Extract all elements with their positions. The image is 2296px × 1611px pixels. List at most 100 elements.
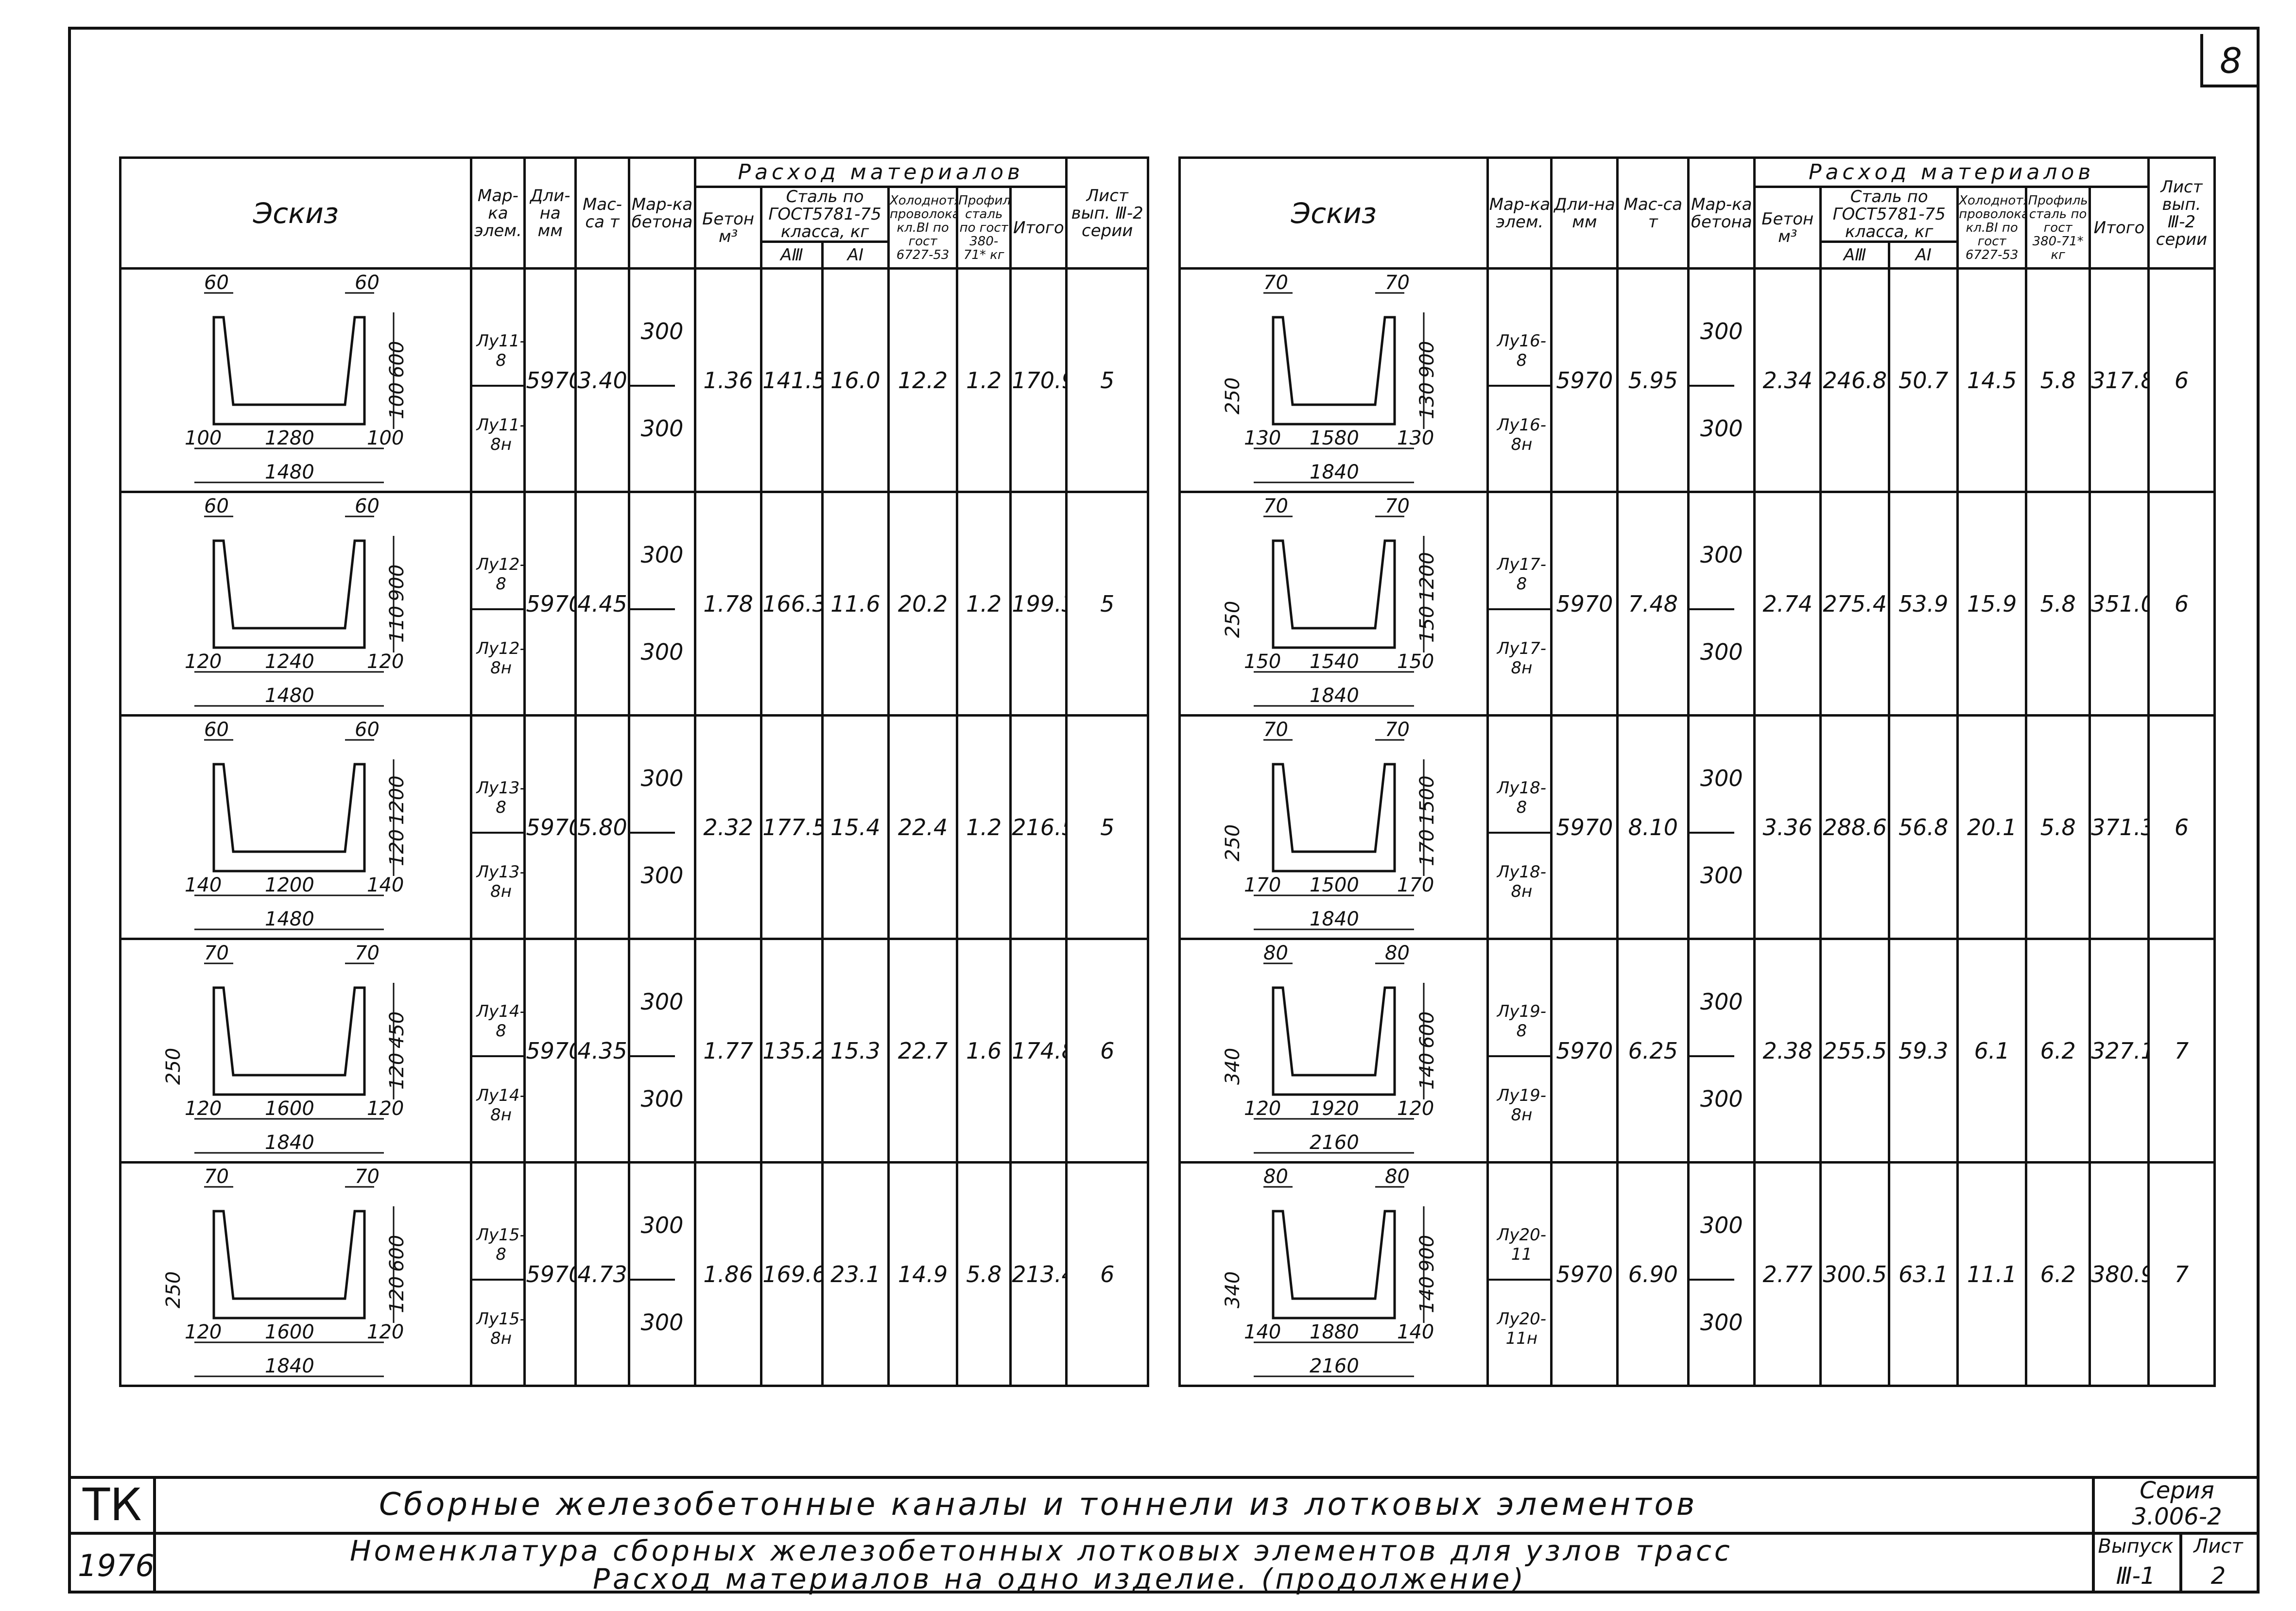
grade-a: 300 xyxy=(1700,542,1743,568)
length-cell: 5970 xyxy=(1550,1161,1619,1387)
grade-cell: 300 300 xyxy=(1687,1161,1756,1387)
grade-a: 300 xyxy=(1700,1212,1743,1239)
grade-b: 300 xyxy=(640,415,684,442)
tray-outline xyxy=(1272,1210,1396,1319)
mark-b: Лу13-8н xyxy=(476,862,525,902)
sheet-cell: 5 xyxy=(1065,714,1149,940)
dim-label: 1840 xyxy=(1310,685,1359,707)
grade-header: Мар-ка бетона xyxy=(1687,156,1756,270)
year: 1976 xyxy=(78,1548,155,1583)
concrete-cell: 3.36 xyxy=(1753,714,1822,940)
profile-cell: 1.2 xyxy=(956,714,1012,940)
grade-b: 300 xyxy=(640,1086,684,1113)
sheet-title: Номенклатура сборных железобетонных лотк… xyxy=(350,1534,1733,1567)
dim-label: 170 xyxy=(1397,874,1434,896)
sheet-cell: 6 xyxy=(2147,491,2216,717)
dim-label: 120 xyxy=(367,1097,404,1120)
tray-outline xyxy=(1272,763,1396,872)
title-block: ТК 1976 Сборные железобетонные каналы и … xyxy=(68,1476,2260,1595)
concrete-cell: 1.78 xyxy=(694,491,763,717)
concrete-cell: 2.77 xyxy=(1753,1161,1822,1387)
materials-header: Расход материалов xyxy=(1753,156,2150,188)
dim-label: 1200 xyxy=(386,775,408,825)
dim-label: 1920 xyxy=(1310,1097,1359,1120)
dim-label: 100 xyxy=(185,427,222,449)
dim-label: 1240 xyxy=(265,651,314,673)
dim-label: 1600 xyxy=(265,1321,314,1343)
dim-label: 900 xyxy=(1416,1234,1438,1271)
divider xyxy=(631,831,675,834)
dim-label: 100 xyxy=(367,427,404,449)
profile-cell: 5.8 xyxy=(2025,267,2091,493)
dim-label: 250 xyxy=(162,1047,185,1084)
grade-a: 300 xyxy=(1700,989,1743,1015)
mark-header: Мар-ка элем. xyxy=(470,156,526,270)
sheet-cell: 7 xyxy=(2147,938,2216,1164)
dim-label: 170 xyxy=(1244,874,1281,896)
profile-cell: 5.8 xyxy=(956,1161,1012,1387)
mass-cell: 8.10 xyxy=(1616,714,1690,940)
dim-label: 1480 xyxy=(265,685,314,707)
mark-a: Лу12-8 xyxy=(476,555,525,594)
dim-label: 900 xyxy=(386,564,408,601)
dim-label: 120 xyxy=(185,651,222,673)
total-cell: 380.9 xyxy=(2089,1161,2150,1387)
dim-label: 80 xyxy=(1263,944,1288,964)
divider xyxy=(1490,384,1549,387)
length-cell: 5970 xyxy=(1550,267,1619,493)
dim-label: 340 xyxy=(1222,1271,1244,1308)
a3-header: АⅢ xyxy=(1819,240,1891,270)
materials-header: Расход материалов xyxy=(694,156,1068,188)
dim-label: 600 xyxy=(386,341,408,377)
grade-b: 300 xyxy=(1700,1309,1743,1336)
mark-b: Лу19-8н xyxy=(1497,1086,1547,1125)
divider xyxy=(1490,1278,1549,1281)
a1-header: АⅠ xyxy=(821,240,890,270)
wire-cell: 20.1 xyxy=(1956,714,2028,940)
a1-cell: 11.6 xyxy=(821,491,890,717)
dim-label: 1200 xyxy=(1416,552,1438,601)
total-header: Итого xyxy=(1009,186,1068,270)
grade-b: 300 xyxy=(1700,862,1743,889)
mass-header: Мас-са т xyxy=(1616,156,1690,270)
dim-label: 150 xyxy=(1244,651,1281,673)
a3-cell: 275.4 xyxy=(1819,491,1891,717)
grade-a: 300 xyxy=(640,318,684,345)
grade-header: Мар-ка бетона xyxy=(627,156,697,270)
concrete-cell: 2.38 xyxy=(1753,938,1822,1164)
dim-label: 110 xyxy=(386,605,408,642)
a3-cell: 141.5 xyxy=(760,267,824,493)
dim-label: 70 xyxy=(1385,720,1410,741)
tray-outline xyxy=(212,539,366,649)
dim-label: 120 xyxy=(1244,1097,1281,1120)
mark-b: Лу17-8н xyxy=(1497,639,1547,678)
length-cell: 5970 xyxy=(523,267,577,493)
sheet-header: Лист вып. Ⅲ-2 серии xyxy=(1065,156,1149,270)
dim-label: 1540 xyxy=(1310,651,1359,673)
mass-cell: 7.48 xyxy=(1616,491,1690,717)
dim-label: 130 xyxy=(1416,382,1438,419)
dim-label: 150 xyxy=(1397,651,1434,673)
divider xyxy=(1490,1055,1549,1057)
dim-label: 1480 xyxy=(265,908,314,930)
grade-b: 300 xyxy=(1700,1086,1743,1113)
mark-b: Лу12-8н xyxy=(476,639,525,678)
a3-cell: 300.5 xyxy=(1819,1161,1891,1387)
dim-label: 1500 xyxy=(1310,874,1359,896)
